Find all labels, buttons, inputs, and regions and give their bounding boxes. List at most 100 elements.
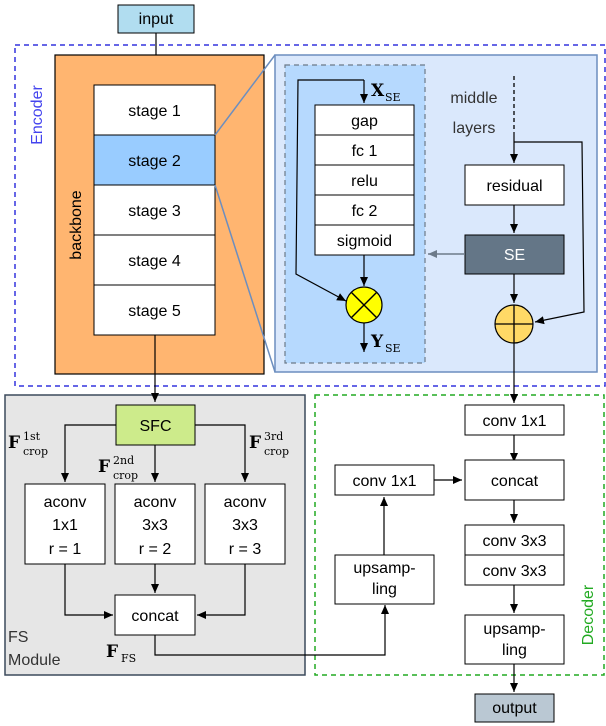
f-crop-3rd: F 3rd crop <box>249 430 289 458</box>
zoom-line-bottom <box>214 184 276 373</box>
f-crop-3rd-sub: crop <box>264 445 289 458</box>
aconv3-to-concat-arrow <box>197 564 246 619</box>
decoder-upsampling-left: upsamp- ling <box>334 554 435 605</box>
ups-right-line2: ling <box>502 642 527 659</box>
aconv-3: aconv 3x3 r = 3 <box>204 483 286 565</box>
op-gap: gap <box>314 104 415 136</box>
decoder-upsampling-right: upsamp- ling <box>464 614 565 665</box>
f-crop-1st: F 1st crop <box>8 430 48 458</box>
op-relu: relu <box>314 164 415 196</box>
f-crop-1st-sub: crop <box>23 445 48 458</box>
sfc-to-aconv1-arrow <box>61 424 116 482</box>
backbone-label: backbone <box>68 190 85 259</box>
decoder-conv33a-label: conv 3x3 <box>482 533 546 550</box>
encoder-region <box>14 44 606 387</box>
op-sigmoid: sigmoid <box>314 224 415 256</box>
middle-label: middle <box>450 90 497 107</box>
aconv-2-name: aconv <box>134 494 177 511</box>
op-sigmoid-label: sigmoid <box>337 233 392 250</box>
aconv-3-name: aconv <box>224 494 267 511</box>
aconv-2-rate: r = 2 <box>139 541 172 558</box>
f-crop-2nd-sup: 2nd <box>113 454 134 467</box>
se-block-label: SE <box>504 247 525 264</box>
op-relu-label: relu <box>351 173 378 190</box>
y-se-label: Y SE <box>370 332 401 355</box>
se-block: SE <box>464 234 565 275</box>
f-fs-sub: FS <box>121 652 136 665</box>
f-crop-2nd: F 2nd crop <box>98 454 138 482</box>
aconv-2-kernel: 3x3 <box>142 517 168 534</box>
stage-5-label: stage 5 <box>128 303 181 320</box>
residual-label: residual <box>486 178 542 195</box>
aconv-1-kernel: 1x1 <box>52 517 78 534</box>
decoder-concat: concat <box>464 459 565 501</box>
f-crop-3rd-f: F <box>249 433 261 453</box>
decoder-concat-label: concat <box>491 473 539 490</box>
op-fc2: fc 2 <box>314 194 415 226</box>
op-gap-label: gap <box>351 113 378 130</box>
f-crop-1st-f: F <box>8 433 20 453</box>
decoder-conv33b: conv 3x3 <box>464 554 565 586</box>
output-label: output <box>492 700 537 717</box>
decoder-label: Decoder <box>580 584 597 645</box>
aconv-1-name: aconv <box>44 494 87 511</box>
residual-block: residual <box>464 164 565 206</box>
f-crop-3rd-sup: 3rd <box>264 430 283 443</box>
fs-concat-label: concat <box>131 608 179 625</box>
f-crop-2nd-f: F <box>98 457 110 477</box>
f-crop-2nd-sub: crop <box>113 469 138 482</box>
ups-left-line1: upsamp- <box>353 560 415 577</box>
stage-1-label: stage 1 <box>128 103 181 120</box>
multiply-operator <box>345 286 383 324</box>
x-se-label: X SE <box>371 81 401 104</box>
residual-skip-path <box>514 141 585 325</box>
f-crop-1st-sup: 1st <box>23 430 41 443</box>
stage-3-label: stage 3 <box>128 203 181 220</box>
zoom-line-top <box>214 54 276 136</box>
input-label: input <box>139 11 174 28</box>
x-se-subscript: SE <box>385 91 401 104</box>
fs-concat: concat <box>114 594 196 636</box>
stage-4-label: stage 4 <box>128 253 181 270</box>
layers-label: layers <box>453 120 496 137</box>
stage-2-label: stage 2 <box>128 153 181 170</box>
aconv1-to-concat-arrow <box>64 564 113 619</box>
aconv-3-kernel: 3x3 <box>232 517 258 534</box>
decoder-conv-left: conv 1x1 <box>334 464 435 496</box>
f-fs-f: F <box>106 642 118 662</box>
ups-right-line1: upsamp- <box>483 621 545 638</box>
aconv-1-rate: r = 1 <box>49 541 82 558</box>
sfc-to-aconv3-arrow <box>195 424 249 482</box>
aconv-1: aconv 1x1 r = 1 <box>24 483 106 565</box>
decoder-conv-top: conv 1x1 <box>464 404 565 436</box>
y-se-subscript: SE <box>385 342 401 355</box>
encoder-label: Encoder <box>29 85 46 145</box>
ups-left-line2: ling <box>372 581 397 598</box>
output-box <box>474 693 555 723</box>
aconv-3-rate: r = 3 <box>229 541 262 558</box>
op-fc2-label: fc 2 <box>352 203 378 220</box>
decoder-conv-left-label: conv 1x1 <box>352 473 416 490</box>
decoder-conv33a: conv 3x3 <box>464 524 565 556</box>
fs-module-label-1: FS <box>8 629 28 646</box>
op-fc1-label: fc 1 <box>352 143 378 160</box>
decoder-conv-top-label: conv 1x1 <box>482 413 546 430</box>
f-fs-label: F FS <box>106 642 136 665</box>
aconv-2: aconv 3x3 r = 2 <box>114 483 196 565</box>
op-fc1: fc 1 <box>314 134 415 166</box>
stage-3: stage 3 <box>93 184 216 236</box>
stage-2: stage 2 <box>93 134 216 186</box>
fs-module-label-2: Module <box>8 652 61 669</box>
stage-1: stage 1 <box>93 84 216 136</box>
decoder-region <box>314 394 605 676</box>
sfc-block: SFC <box>115 404 196 446</box>
se-skip-path <box>295 79 364 302</box>
fs-to-decoder-arrow <box>154 605 389 656</box>
stage-5: stage 5 <box>93 284 216 336</box>
x-se-symbol: X <box>371 81 385 101</box>
y-se-symbol: Y <box>370 332 384 352</box>
sum-operator <box>494 304 534 344</box>
decoder-conv33b-label: conv 3x3 <box>482 563 546 580</box>
sfc-label: SFC <box>140 418 172 435</box>
